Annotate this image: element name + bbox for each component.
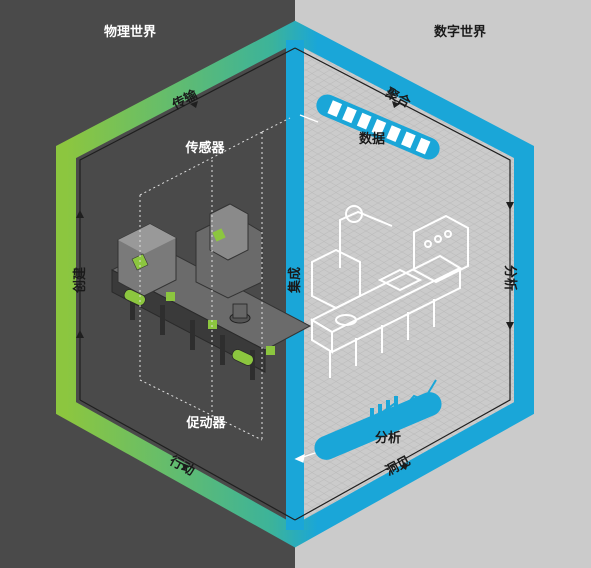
hexagon-cycle-band [56,20,534,548]
actuator-2 [231,349,254,366]
flow-arrows [76,101,514,470]
actuators-label: 促动器 [185,415,226,431]
arrow-left-icon [294,453,305,463]
digital-world-title: 数字世界 [434,24,486,40]
physical-machine [110,203,312,380]
flow-lines [79,47,511,521]
callout-lines [139,117,291,441]
sensors-label: 传感器 [184,140,225,156]
physical-world-title: 物理世界 [104,24,156,40]
analysis-label: 分析 [375,430,401,446]
cycle-label-create: 创建 [72,267,88,294]
arrow-up-left-icon [76,210,84,218]
integration-band [286,40,304,530]
analysis-panel [314,379,442,460]
arrow-sw-icon [182,463,190,470]
data-panel [316,94,440,160]
digital-machine [309,205,469,378]
cycle-label-analyze: 分析 [502,265,518,291]
arrow-down-right-icon [506,202,514,210]
arrow-sw2-icon [400,463,408,470]
arrow-up-left2-icon [76,330,84,338]
data-label: 数据 [359,131,385,147]
center-label-integrate: 集成 [287,267,303,294]
arrow-ne-icon [190,101,198,108]
to-digital-arrow [299,114,319,123]
arrow-down-right2-icon [506,322,514,330]
arrow-se-icon [392,101,400,108]
